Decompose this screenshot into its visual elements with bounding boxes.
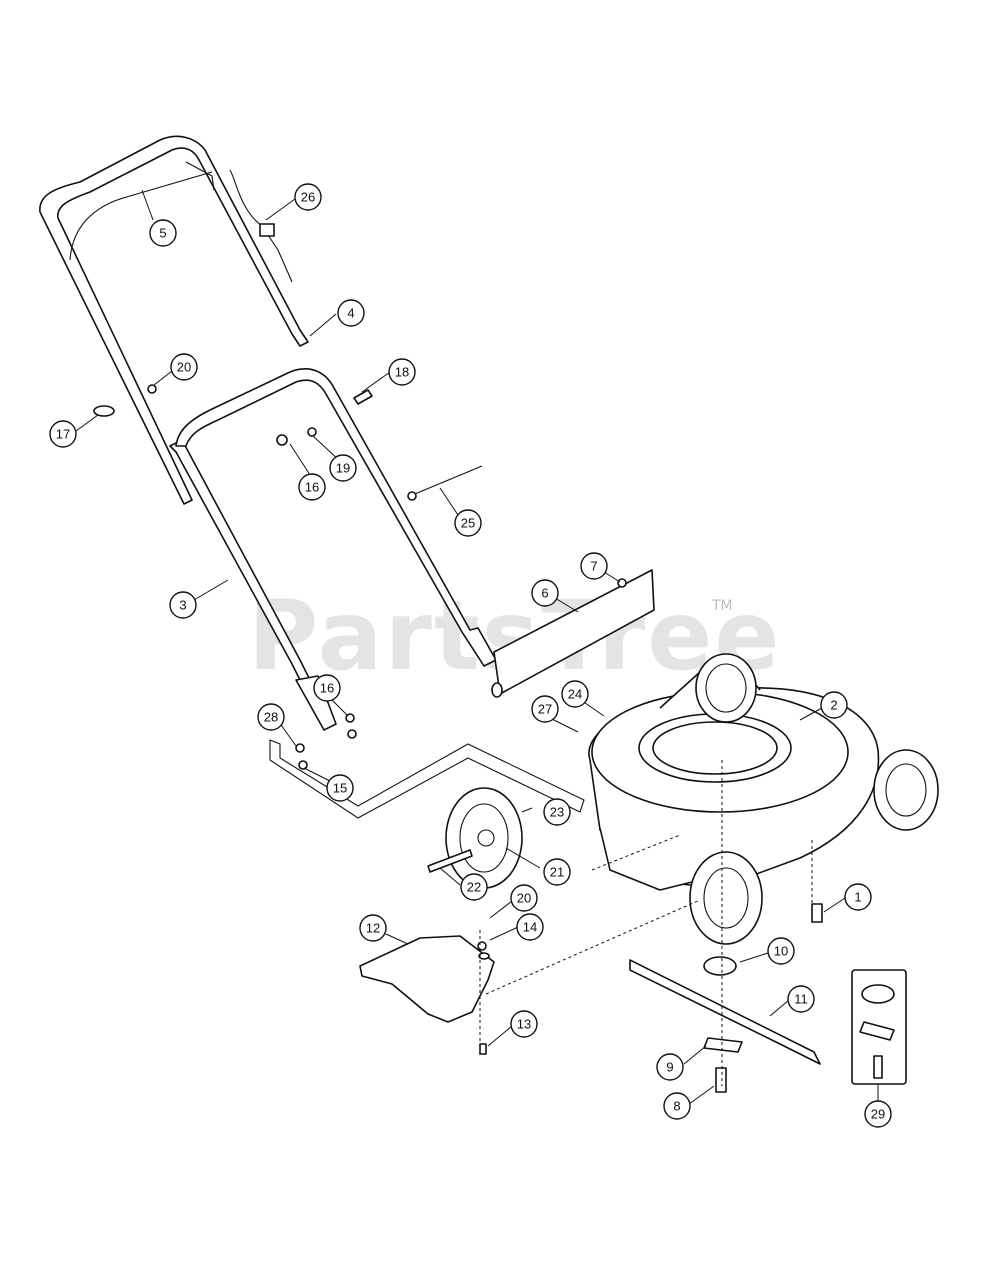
svg-text:20: 20 xyxy=(177,360,191,375)
mower-deck-drawing xyxy=(588,667,880,891)
svg-text:22: 22 xyxy=(467,880,481,895)
callout-14: 14 xyxy=(516,913,544,941)
callout-12: 12 xyxy=(359,914,387,942)
blade-kit-box xyxy=(851,969,907,1085)
svg-text:24: 24 xyxy=(568,687,582,702)
callout-21: 21 xyxy=(543,858,571,886)
callout-4: 4 xyxy=(337,299,365,327)
svg-text:13: 13 xyxy=(517,1017,531,1032)
svg-text:19: 19 xyxy=(336,461,350,476)
callout-22: 22 xyxy=(460,873,488,901)
callout-6: 6 xyxy=(531,579,559,607)
svg-text:28: 28 xyxy=(264,710,278,725)
callout-1: 1 xyxy=(844,883,872,911)
svg-text:16: 16 xyxy=(305,480,319,495)
svg-text:16: 16 xyxy=(320,681,334,696)
side-discharge-chute-drawing xyxy=(359,935,495,1023)
callout-2: 2 xyxy=(820,691,848,719)
callout-17: 17 xyxy=(49,420,77,448)
callout-15: 15 xyxy=(326,774,354,802)
callout-24: 24 xyxy=(561,680,589,708)
svg-text:2: 2 xyxy=(830,698,837,713)
callout-13: 13 xyxy=(510,1010,538,1038)
wheel-bolt-22-drawing xyxy=(427,849,473,873)
svg-text:7: 7 xyxy=(590,559,597,574)
assembly-axis-lines xyxy=(479,760,813,1086)
callout-10: 10 xyxy=(767,937,795,965)
svg-text:5: 5 xyxy=(159,226,166,241)
callout-8: 8 xyxy=(663,1092,691,1120)
hardware-bracket-outline xyxy=(269,739,585,819)
svg-text:8: 8 xyxy=(673,1099,680,1114)
callout-19: 19 xyxy=(329,454,357,482)
svg-text:12: 12 xyxy=(366,921,380,936)
svg-text:25: 25 xyxy=(461,516,475,531)
callout-20-upper: 20 xyxy=(170,353,198,381)
svg-text:29: 29 xyxy=(871,1107,885,1122)
svg-text:11: 11 xyxy=(794,992,808,1007)
svg-text:3: 3 xyxy=(179,598,186,613)
svg-text:1: 1 xyxy=(854,890,861,905)
rear-shield-drawing xyxy=(491,569,655,698)
svg-text:26: 26 xyxy=(301,190,315,205)
blade-bolt-drawing xyxy=(715,1067,727,1093)
svg-text:15: 15 xyxy=(333,781,347,796)
svg-text:20: 20 xyxy=(517,891,531,906)
svg-text:14: 14 xyxy=(523,920,537,935)
callout-7: 7 xyxy=(580,552,608,580)
front-wheel-drawing xyxy=(689,851,763,945)
blade-washer-drawing xyxy=(703,1037,743,1053)
svg-text:21: 21 xyxy=(550,865,564,880)
blade-adapter-drawing xyxy=(703,956,737,976)
callout-18: 18 xyxy=(388,358,416,386)
svg-text:18: 18 xyxy=(395,365,409,380)
svg-text:4: 4 xyxy=(347,306,354,321)
callout-9: 9 xyxy=(656,1053,684,1081)
svg-text:23: 23 xyxy=(550,805,564,820)
cable-and-hardware-drawing xyxy=(93,169,483,770)
svg-text:10: 10 xyxy=(774,944,788,959)
callout-29: 29 xyxy=(864,1100,892,1128)
svg-text:6: 6 xyxy=(541,586,548,601)
wheel-21-drawing xyxy=(445,787,523,889)
callout-16-lower: 16 xyxy=(313,674,341,702)
trademark-symbol: TM xyxy=(712,598,733,614)
callout-11: 11 xyxy=(787,985,815,1013)
upper-handle-drawing xyxy=(39,135,309,505)
callout-25: 25 xyxy=(454,509,482,537)
svg-text:17: 17 xyxy=(56,427,70,442)
callout-26: 26 xyxy=(294,183,322,211)
svg-text:9: 9 xyxy=(666,1060,673,1075)
svg-text:27: 27 xyxy=(538,702,552,717)
blade-drawing xyxy=(629,959,821,1065)
rear-wheel-right-drawing xyxy=(873,749,939,831)
callout-27: 27 xyxy=(531,695,559,723)
rear-wheel-left-drawing xyxy=(695,653,757,723)
lower-handle-drawing xyxy=(169,368,497,731)
callout-3: 3 xyxy=(169,591,197,619)
callout-23: 23 xyxy=(543,798,571,826)
callout-28: 28 xyxy=(257,703,285,731)
callout-5: 5 xyxy=(149,219,177,247)
callout-16-upper: 16 xyxy=(298,473,326,501)
callout-20-lower: 20 xyxy=(510,884,538,912)
